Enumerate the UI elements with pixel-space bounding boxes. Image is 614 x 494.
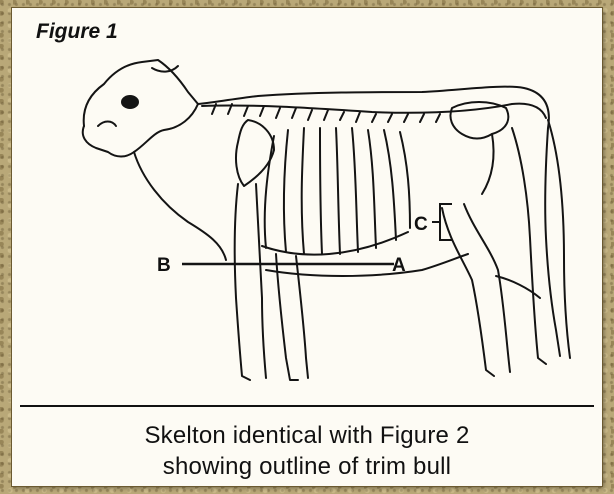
bull-body-outline [84, 60, 560, 356]
caption-line-2: showing outline of trim bull [12, 453, 602, 481]
label-c: C [414, 214, 428, 235]
caption-line-1: Skelton identical with Figure 2 [12, 422, 602, 450]
bull-front-leg-left [235, 184, 250, 380]
bull-head [83, 104, 198, 157]
bull-pelvis [450, 102, 508, 139]
bull-ribcage [262, 128, 410, 255]
label-b: B [157, 255, 171, 276]
bull-neck [134, 152, 226, 260]
bull-hind-leg-left [442, 208, 494, 376]
bull-skeleton-illustration: C B A [12, 8, 602, 408]
label-a: A [392, 255, 406, 276]
bull-hind-leg-right [512, 128, 546, 364]
caption-divider [20, 405, 594, 407]
bull-tail [548, 120, 570, 358]
figure-panel: Figure 1 [12, 8, 602, 486]
